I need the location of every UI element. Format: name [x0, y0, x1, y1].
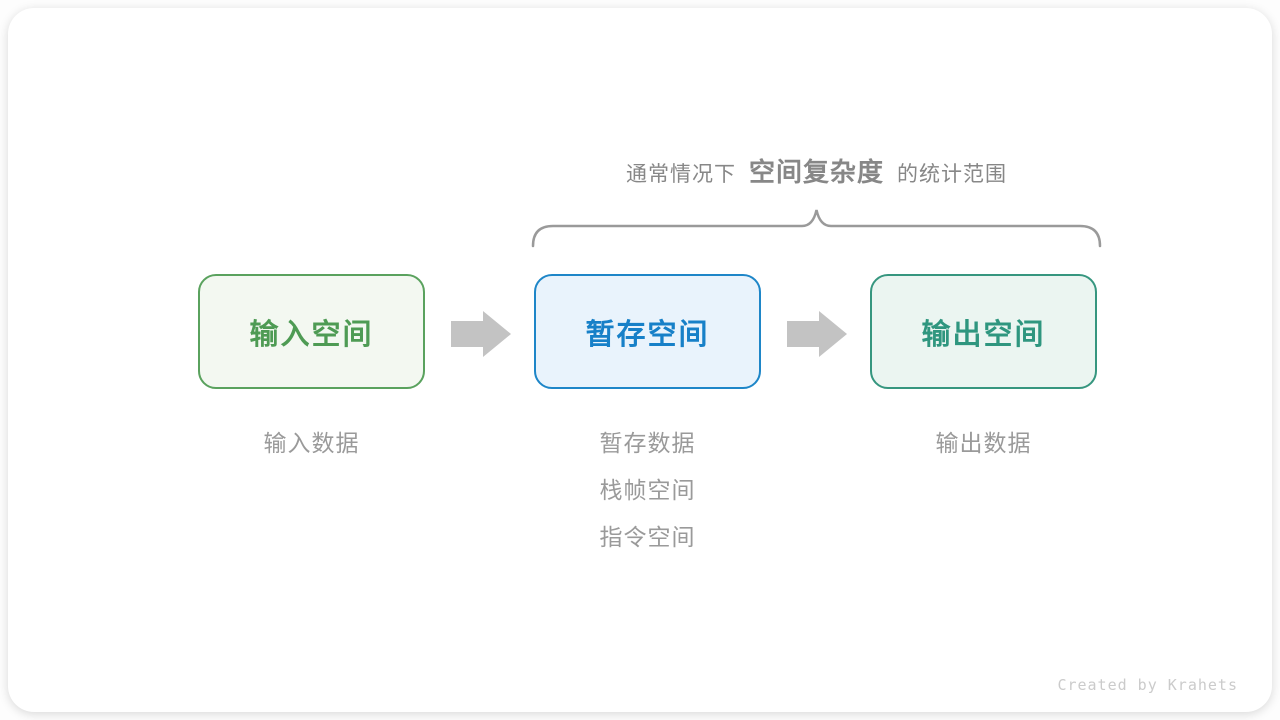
annotation-prefix: 通常情况下: [625, 163, 736, 186]
credit-text: Created by Krahets: [1057, 676, 1238, 694]
node-output-space: 输出空间: [870, 274, 1097, 389]
sublabel: 暂存数据: [599, 430, 696, 456]
node-temp-space-label: 暂存空间: [585, 318, 710, 351]
node-input-space: 输入空间: [198, 274, 425, 389]
sublabel: 输入数据: [263, 430, 360, 456]
annotation-suffix: 的统计范围: [897, 163, 1007, 186]
node-temp-space: 暂存空间: [534, 274, 761, 389]
sublabels-output-space: 输出数据: [870, 420, 1097, 467]
arrow-right-icon: [787, 311, 847, 357]
sublabel: 栈帧空间: [599, 477, 696, 503]
sublabels-temp-space: 暂存数据 栈帧空间 指令空间: [534, 420, 761, 561]
diagram-card: 通常情况下 空间复杂度 的统计范围 输入空间 暂存空间 输出空间 输入数据 暂存…: [8, 8, 1272, 712]
node-output-space-label: 输出空间: [921, 318, 1046, 351]
sublabel: 指令空间: [599, 524, 696, 550]
arrow-right-shape: [787, 311, 847, 357]
node-input-space-label: 输入空间: [249, 318, 374, 351]
annotation-highlight: 空间复杂度: [748, 157, 884, 187]
annotation-title: 通常情况下 空间复杂度 的统计范围: [458, 152, 1175, 192]
sublabels-input-space: 输入数据: [198, 420, 425, 467]
arrow-right-icon: [451, 311, 511, 357]
arrow-right-shape: [451, 311, 511, 357]
sublabel: 输出数据: [935, 430, 1032, 456]
brace-icon: [531, 209, 1102, 248]
brace-path: [531, 209, 1102, 248]
